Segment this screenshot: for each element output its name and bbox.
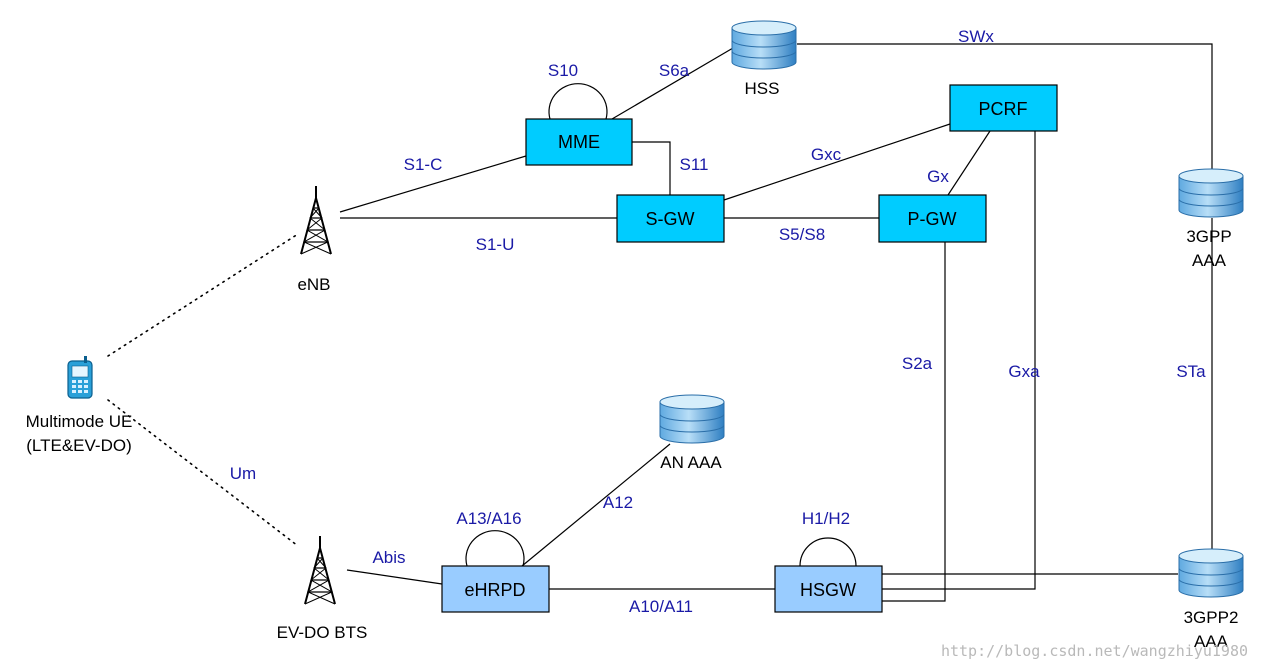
ue-node: Multimode UE (LTE&EV-DO)	[26, 356, 133, 455]
an-aaa-database-icon	[659, 394, 725, 444]
aaa-3gpp-label-line2: AAA	[1192, 251, 1227, 270]
interface-s6a-label: S6a	[659, 61, 690, 80]
interface-gx-label: Gx	[927, 167, 949, 186]
mme-box	[525, 118, 633, 166]
hss-label: HSS	[745, 79, 780, 98]
ue-label-line2: (LTE&EV-DO)	[26, 436, 131, 455]
an-aaa-label: AN AAA	[660, 453, 722, 472]
pcrf-node: PCRF	[949, 84, 1058, 132]
watermark-text: http://blog.csdn.net/wangzhiyu1980	[941, 642, 1248, 660]
hsgw-node: HSGW	[774, 565, 883, 613]
pgw-label: P-GW	[908, 209, 957, 229]
pcrf-box	[949, 84, 1058, 132]
interface-s11-label: S11	[680, 155, 709, 174]
interface-abis-label: Abis	[372, 548, 405, 567]
loop-a13-a16	[465, 530, 525, 567]
enb-label: eNB	[297, 275, 330, 294]
link-pcrf-hsgw	[882, 131, 1036, 590]
mme-node: MME	[525, 118, 633, 166]
link-ue-bts	[107, 399, 299, 547]
interface-gxa-label: Gxa	[1008, 362, 1040, 381]
link-pgw-hsgw	[882, 242, 946, 602]
aaa-3gpp2-database-icon	[1178, 548, 1244, 598]
interface-sta-label: STa	[1176, 362, 1206, 381]
hss-node: HSS	[731, 20, 797, 98]
ue-label-line1: Multimode UE	[26, 412, 133, 431]
link-enb-mme	[339, 155, 527, 213]
link-ehrpd-an-aaa	[521, 443, 671, 567]
loop-h1-h2	[799, 537, 857, 567]
interface-a12-label: A12	[603, 493, 633, 512]
an-aaa-node: AN AAA	[659, 394, 725, 472]
interface-s5s8-label: S5/S8	[779, 225, 825, 244]
hss-database-icon	[731, 20, 797, 70]
aaa-3gpp-database-icon	[1178, 168, 1244, 218]
pgw-node: P-GW	[878, 194, 987, 243]
link-bts-ehrpd	[346, 569, 443, 585]
link-sgw-pcrf	[723, 123, 951, 201]
sgw-box	[616, 194, 725, 243]
interface-a13a16-label: A13/A16	[456, 509, 521, 528]
link-ue-enb	[107, 233, 299, 357]
pgw-box	[878, 194, 987, 243]
interface-gxc-label: Gxc	[811, 145, 842, 164]
link-mme-sgw	[632, 141, 671, 195]
aaa-3gpp2-label-line1: 3GPP2	[1184, 608, 1239, 627]
link-pgw-pcrf	[947, 130, 991, 196]
pcrf-label: PCRF	[979, 99, 1028, 119]
interface-s1c-label: S1-C	[404, 155, 443, 174]
ehrpd-label: eHRPD	[464, 580, 525, 600]
loop-s10	[548, 83, 608, 120]
ehrpd-node: eHRPD	[441, 565, 550, 613]
mobile-phone-icon	[67, 356, 93, 399]
link-mme-hss	[611, 47, 734, 120]
bts-node: EV-DO BTS	[277, 536, 368, 642]
hsgw-box	[774, 565, 883, 613]
connections	[107, 43, 1213, 602]
aaa-3gpp2-label-line2: AAA	[1194, 632, 1229, 651]
enb-antenna-tower-icon	[300, 186, 332, 255]
interface-s1u-label: S1-U	[476, 235, 515, 254]
aaa-3gpp-node: 3GPP AAA	[1178, 168, 1244, 270]
aaa-3gpp2-node: 3GPP2 AAA	[1178, 548, 1244, 651]
mme-label: MME	[558, 132, 600, 152]
hsgw-label: HSGW	[800, 580, 856, 600]
interface-swx-label: SWx	[958, 27, 994, 46]
enb-node: eNB	[297, 186, 332, 294]
sgw-node: S-GW	[616, 194, 725, 243]
bts-antenna-tower-icon	[304, 536, 336, 605]
interface-labels: S10 S6a SWx S1-C S11 Gxc Gx S1-U S5/S8 S…	[230, 27, 1206, 616]
interface-s10-label: S10	[548, 61, 578, 80]
aaa-3gpp-label-line1: 3GPP	[1186, 227, 1231, 246]
ehrpd-box	[441, 565, 550, 613]
interface-h1h2-label: H1/H2	[802, 509, 850, 528]
link-hss-3gpp-aaa	[797, 43, 1213, 172]
interface-s2a-label: S2a	[902, 354, 933, 373]
bts-label: EV-DO BTS	[277, 623, 368, 642]
interface-a10a11-label: A10/A11	[629, 597, 693, 616]
interface-um-label: Um	[230, 464, 256, 483]
sgw-label: S-GW	[646, 209, 695, 229]
